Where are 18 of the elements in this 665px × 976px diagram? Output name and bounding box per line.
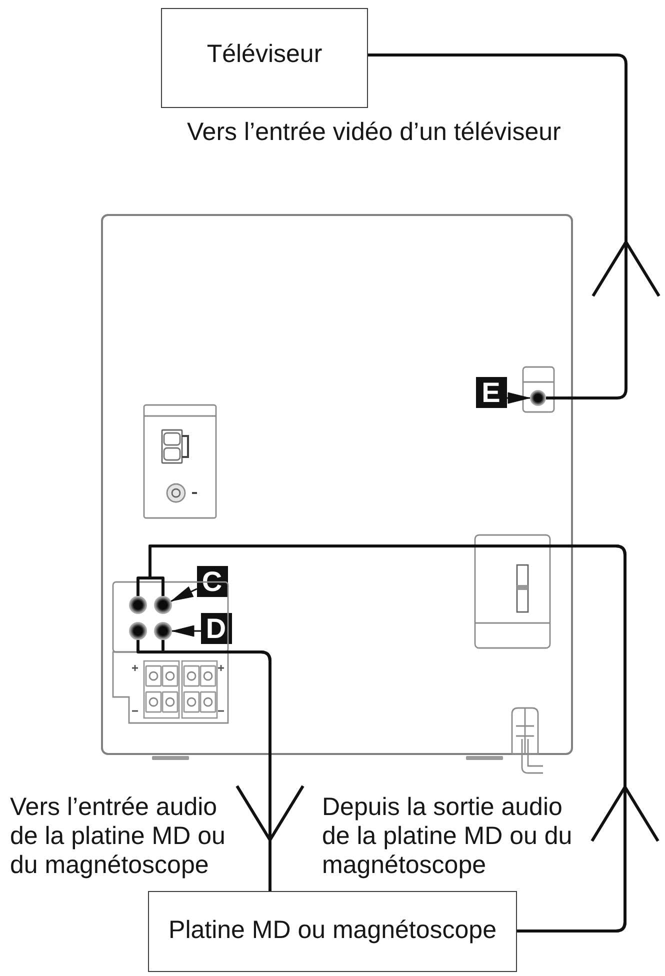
- callout-label: D: [200, 612, 232, 644]
- device-box: Téléviseur: [161, 8, 368, 108]
- edge-label: Depuis la sortie audio de la platine MD ou du magnétoscope: [322, 793, 574, 880]
- callout-label: C: [196, 566, 228, 596]
- callout-label: E: [476, 376, 506, 408]
- cable-line: [162, 640, 272, 891]
- jack-socket-icon: [530, 390, 546, 406]
- pointer-arrow: [170, 586, 198, 602]
- jack-socket-icon: [154, 622, 172, 640]
- cable-line: [368, 54, 628, 400]
- jack-socket-icon: [154, 596, 172, 614]
- jack-socket-icon: [128, 622, 146, 640]
- pointer-arrow: [172, 625, 201, 637]
- jack-socket-icon: [128, 596, 146, 614]
- edge-label: Vers l’entrée vidéo d’un téléviseur: [187, 118, 562, 147]
- edge-label: Vers l’entrée audio de la platine MD ou du magnétoscope: [10, 793, 226, 880]
- pointer-arrow: [507, 392, 530, 404]
- device-box: Platine MD ou magnétoscope: [148, 891, 517, 972]
